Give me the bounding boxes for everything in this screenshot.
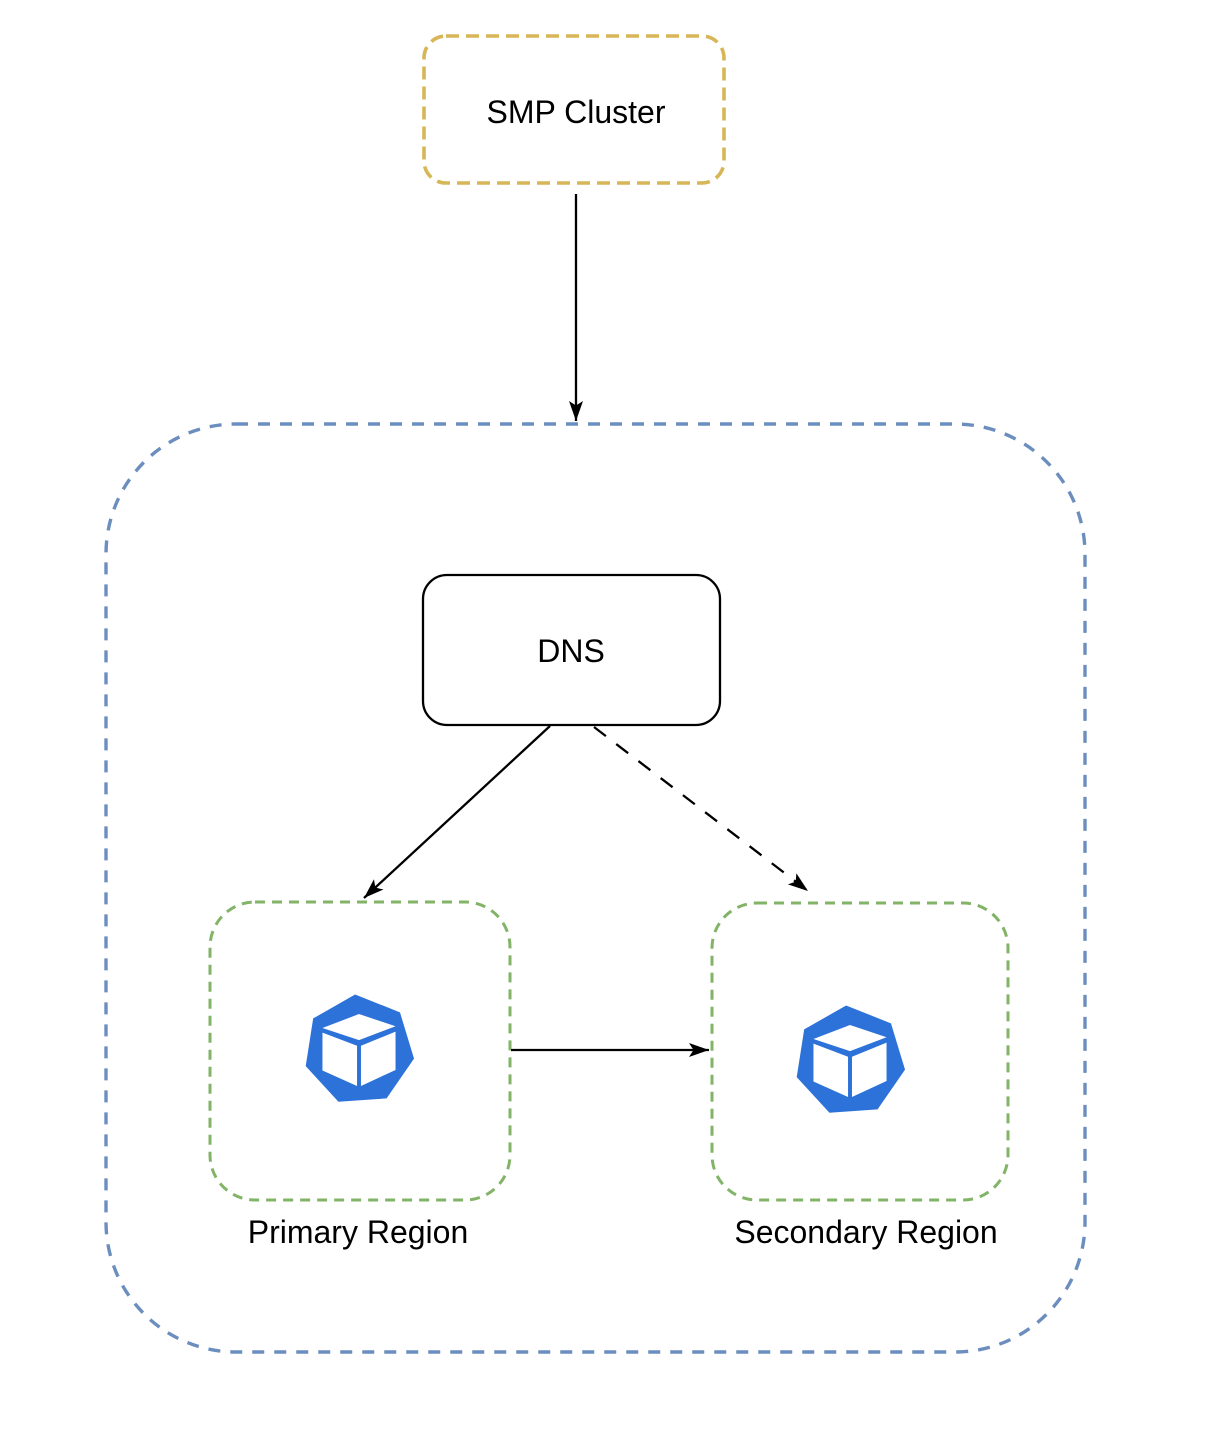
smp-cluster-label: SMP Cluster: [486, 94, 665, 130]
secondary-region-box: [710, 901, 1010, 1202]
secondary-region-label: Secondary Region: [734, 1214, 997, 1250]
cube-heptagon-icon: [791, 1001, 908, 1115]
outer-group-container: [104, 422, 1087, 1354]
dns-box: [421, 573, 722, 727]
cube-heptagon-icon: [300, 990, 417, 1104]
primary-region-box: [208, 900, 512, 1202]
edge-dns-to-secondary: [593, 726, 809, 892]
dns-label: DNS: [537, 633, 605, 669]
smp-cluster-box: [422, 34, 726, 185]
edge-dns-to-primary: [363, 725, 551, 899]
primary-region-label: Primary Region: [248, 1214, 469, 1250]
